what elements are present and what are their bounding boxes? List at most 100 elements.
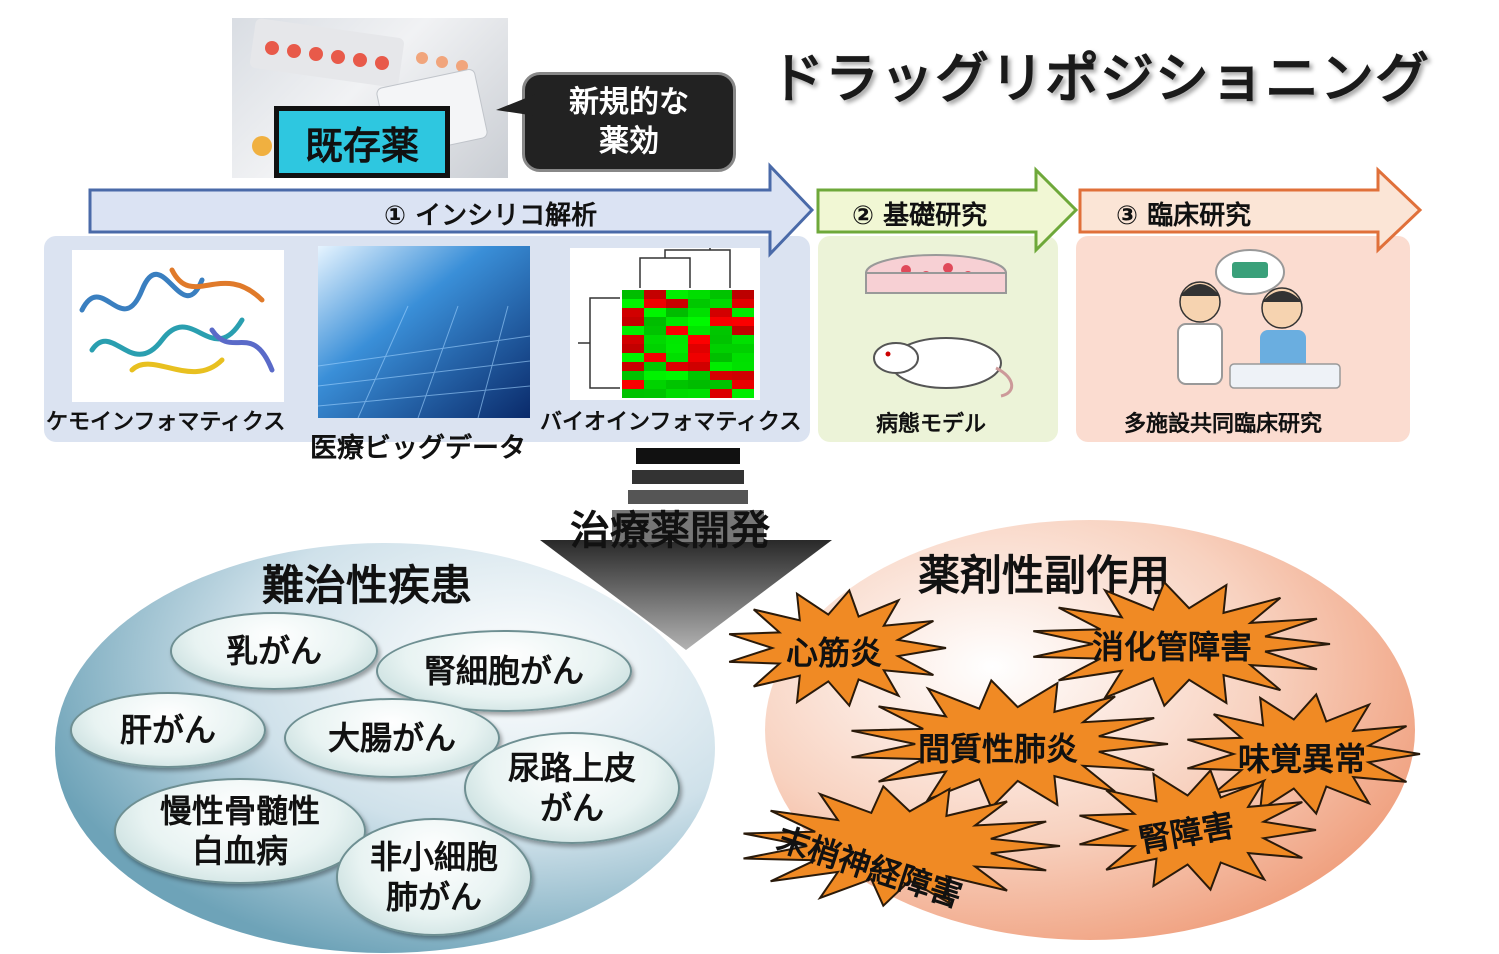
heatmap-cell [710, 335, 732, 344]
pill-line: 非小細胞 [369, 838, 498, 876]
disease-pill: 乳がん [170, 612, 378, 690]
heatmap-cell [644, 344, 666, 353]
pill-line: 乳がん [225, 632, 322, 670]
heatmap-cell [644, 290, 666, 299]
heatmap-cell [710, 353, 732, 362]
caption-cheminformatics: ケモインフォマティクス [46, 410, 286, 435]
heatmap-cell [644, 308, 666, 317]
heatmap-cell [622, 308, 644, 317]
heatmap-icon [570, 248, 760, 400]
heatmap-cell [622, 344, 644, 353]
heatmap-cell [644, 317, 666, 326]
heatmap-cell [666, 353, 688, 362]
heatmap-cell [644, 353, 666, 362]
pill-line: がん [539, 789, 604, 827]
heatmap-cell [644, 299, 666, 308]
bubble-tail [496, 94, 536, 116]
disease-pill: 慢性骨髄性白血病 [114, 778, 366, 884]
disease-pill: 大腸がん [284, 698, 500, 778]
heatmap-cell [622, 380, 644, 389]
heatmap-cell [710, 389, 732, 398]
heatmap-cell [666, 371, 688, 380]
heatmap-cell [710, 317, 732, 326]
heatmap-cell [710, 299, 732, 308]
heatmap-cell [732, 380, 754, 389]
burst-shape [851, 678, 1169, 810]
heatmap-cell [732, 389, 754, 398]
heatmap-cell [710, 308, 732, 317]
heatmap-cell [732, 335, 754, 344]
pill-line: 肝がん [119, 711, 216, 749]
heatmap-cell [666, 335, 688, 344]
heatmap-cell [732, 326, 754, 335]
heatmap-cell [688, 353, 710, 362]
adverse-label: 消化管障害 [1092, 628, 1253, 666]
doctor-patient-icon [1177, 249, 1341, 389]
heatmap-cell [622, 290, 644, 299]
heatmap-cell [622, 317, 644, 326]
heatmap-cell [688, 317, 710, 326]
step2-arrow [816, 166, 1079, 254]
heatmap-cell [688, 371, 710, 380]
heatmap-cell [732, 299, 754, 308]
heatmap-cell [688, 308, 710, 317]
heatmap-cell [666, 389, 688, 398]
adverse-label: 心筋炎 [786, 634, 883, 672]
heatmap-cell [688, 290, 710, 299]
caption-big-data: 医療ビッグデータ [310, 433, 526, 464]
page-title: ドラッグリポジショニング [770, 47, 1430, 110]
heatmap-cell [688, 380, 710, 389]
heatmap-cell [732, 344, 754, 353]
heatmap-cell [688, 362, 710, 371]
heatmap-cell [688, 389, 710, 398]
novel-efficacy-bubble: 新規的な 薬効 [522, 72, 736, 172]
disease-pill: 非小細胞肺がん [336, 818, 532, 936]
heatmap-cell [622, 299, 644, 308]
bubble-line-2: 薬効 [599, 124, 659, 159]
heatmap-cell [666, 380, 688, 389]
heatmap-cell [732, 308, 754, 317]
heatmap-cell [666, 326, 688, 335]
heatmap-cell [644, 389, 666, 398]
burst-shape [728, 588, 947, 708]
heatmap-cell [732, 353, 754, 362]
down-arrow-icon [540, 448, 832, 650]
heatmap-cell [688, 326, 710, 335]
burst-shape [1187, 692, 1421, 816]
heatmap-cell [666, 344, 688, 353]
heatmap-cell [732, 362, 754, 371]
pill-line: 肺がん [385, 878, 482, 916]
disease-pill: 尿路上皮がん [464, 732, 680, 844]
intractable-heading: 難治性疾患 [262, 561, 473, 610]
heatmap-cell [644, 335, 666, 344]
bubble-line-1: 新規的な [569, 85, 689, 120]
pill-line: 白血病 [191, 832, 288, 870]
heatmap-cell [710, 380, 732, 389]
pill-line: 尿路上皮 [507, 749, 636, 787]
heatmap-cell [666, 317, 688, 326]
step3-label: ③ 臨床研究 [1116, 201, 1252, 231]
heatmap-cell [666, 362, 688, 371]
caption-multicenter: 多施設共同臨床研究 [1124, 412, 1323, 437]
heatmap-cell [666, 290, 688, 299]
heatmap-cell [710, 371, 732, 380]
burst-shape [743, 784, 1061, 908]
burst-shape [1033, 580, 1331, 708]
petri-dish-and-rat-icon [865, 254, 1014, 398]
heatmap-cell [622, 326, 644, 335]
heatmap-cell [688, 299, 710, 308]
heatmap-cell [666, 299, 688, 308]
heatmap-cell [688, 335, 710, 344]
disease-pill: 肝がん [70, 692, 266, 768]
heatmap-cell [644, 380, 666, 389]
heatmap-cell [644, 362, 666, 371]
protein-structure-icon [72, 250, 284, 402]
pill-line: 慢性骨髄性 [159, 792, 320, 830]
heatmap-cell [666, 308, 688, 317]
heatmap-cell [644, 326, 666, 335]
pill-line: 大腸がん [327, 719, 456, 757]
heatmap-cell [622, 389, 644, 398]
heatmap-cell [732, 317, 754, 326]
heatmap-cell [710, 344, 732, 353]
pill-line: 腎細胞がん [423, 652, 584, 690]
